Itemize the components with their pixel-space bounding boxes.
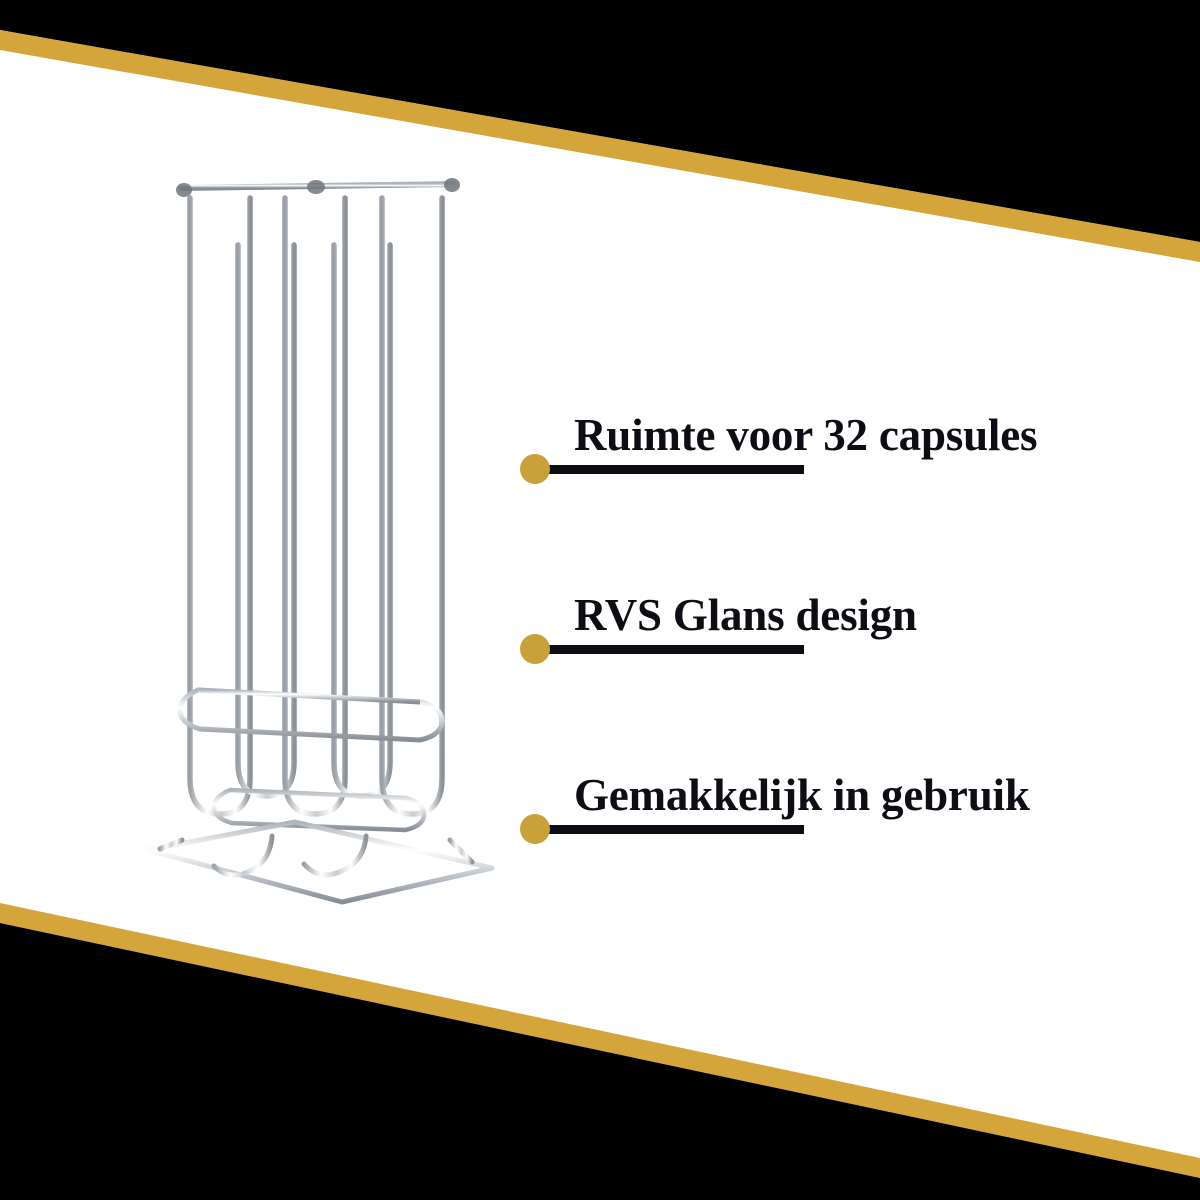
bottom-band-black: [0, 923, 1200, 1200]
wire-loops: [187, 195, 445, 817]
top-joints: [176, 178, 460, 197]
feature-item-design: RVS Glans design: [512, 510, 1172, 690]
bullet-dot-icon-capacity: [520, 454, 550, 484]
capsule-holder-svg: [145, 178, 495, 905]
bullet-dot-icon-usage: [520, 814, 550, 844]
product-image: [120, 150, 520, 940]
feature-label-usage: Gemakkelijk in gebruik: [574, 770, 1030, 820]
feature-rule-capacity: [542, 465, 804, 474]
feature-item-usage: Gemakkelijk in gebruik: [512, 690, 1172, 870]
wire-back-posts: [179, 189, 453, 843]
bottom-band-gold-stripe: [0, 903, 1200, 1178]
base-frame: [145, 819, 495, 905]
lower-support-ring: [211, 787, 427, 833]
feature-rule-usage: [542, 825, 804, 834]
mid-support-ring: [177, 687, 445, 743]
feature-rule-design: [542, 645, 804, 654]
feature-item-capacity: Ruimte voor 32 capsules: [512, 330, 1172, 510]
feature-label-capacity: Ruimte voor 32 capsules: [574, 410, 1038, 460]
bullet-dot-icon-design: [520, 634, 550, 664]
base-legs: [157, 833, 475, 878]
feature-list: Ruimte voor 32 capsules RVS Glans design…: [512, 330, 1172, 870]
feature-label-design: RVS Glans design: [574, 590, 917, 640]
